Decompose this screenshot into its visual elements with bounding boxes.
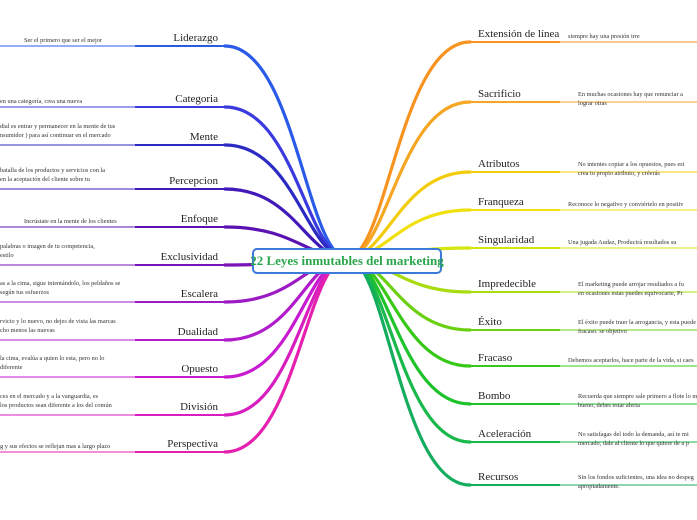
note-line: dial es entrar y permanecer en la mente … [0,123,116,130]
note-right-fracaso[interactable]: Debemos aceptarlos, hace parte de la vid… [568,357,694,366]
branch-curve [345,40,472,260]
topic-left-exclusividad[interactable]: Exclusividad [160,251,218,263]
note-line: Recuerda que siempre sale primero a flot… [578,393,697,400]
note-line: Ser el primero que ser el mejor [24,37,102,44]
note-line: diferente [0,363,23,371]
topic-left-mente[interactable]: Mente [189,131,218,143]
note-line: cho menos las nuevas [0,326,55,334]
topic-right-singularidad[interactable]: Singularidad [478,234,535,246]
note-right-bombo[interactable]: Recuerda que siempre sale primero a flot… [578,393,697,410]
branch-left-liderazgo [0,44,349,260]
note-right-franqueza[interactable]: Reconoce lo negativo y conviértelo en po… [568,201,683,210]
topic-right-recursos[interactable]: Recursos [478,471,519,483]
topic-left-division[interactable]: División [180,401,218,413]
note-left-percepcion[interactable]: batalla de los productos y servicios con… [0,167,105,184]
branch-curve [345,256,472,444]
note-line: rvicio y lo nuevo, no dejes de vista las… [0,318,116,325]
topic-left-opuesto[interactable]: Opuesto [181,363,218,375]
note-line: los productos sean diferente a los del c… [0,401,112,409]
topic-right-atributos[interactable]: Atributos [478,158,520,170]
topic-left-categoria[interactable]: Categoria [175,93,218,105]
note-right-singularidad[interactable]: Una jugada Audaz, Producirá resultados s… [568,239,676,248]
note-left-enfoque[interactable]: Incrústate en la mente de los clientes [24,218,117,227]
branch-right-extension-de-linea [345,40,697,260]
note-line: la cima, evalúa a quien lo esta, pero no… [0,355,105,362]
note-line: siempre hay una presión irre [568,33,640,40]
note-left-mente[interactable]: dial es entrar y permanecer en la mente … [0,123,115,140]
topic-right-impredecible[interactable]: Impredecible [478,278,537,290]
note-right-impredecible[interactable]: El marketing puede arrojar resultados a … [578,281,684,298]
note-line: nsumidor ) para así continuar en el merc… [0,131,111,139]
note-line: No intentes copiar a los opuestos, pues … [578,161,685,168]
note-line: en una categoría, crea una nueva [0,98,83,105]
note-left-exclusividad[interactable]: palabras o imagen de tu competencia,esti… [0,243,95,260]
note-line: lograr otras [578,99,607,107]
note-line: Sin los fondos suficientes, una idea no … [578,474,694,481]
note-right-exito[interactable]: El éxito puede traer la arrogancia, y es… [578,319,697,336]
note-left-dualidad[interactable]: rvicio y lo nuevo, no dejes de vista las… [0,318,116,335]
topic-left-percepcion[interactable]: Percepcion [169,175,218,187]
note-right-atributos[interactable]: No intentes copiar a los opuestos, pues … [578,161,684,178]
note-line: en ocasiones estas puedes equivocarte, P… [578,289,683,297]
note-right-aceleracion[interactable]: No satisfagas del todo la demanda, así t… [578,431,689,448]
note-left-perspectiva[interactable]: g y sus efectos se reflejan mas a largo … [0,443,110,452]
topic-right-fracaso[interactable]: Fracaso [478,352,513,364]
note-line: as a la cima, sigue intentándolo, los pe… [0,280,121,287]
branch-curve [345,100,472,260]
note-line: fracaso. se objetivo [578,327,627,335]
note-line: palabras o imagen de tu competencia, [0,243,95,250]
note-line: ces en el mercado y a la vanguardia, es [0,393,99,400]
topic-right-extension-de-linea[interactable]: Extensión de línea [478,28,560,40]
note-line: en la aceptación del cliente sobre tu [0,175,90,183]
note-right-extension-de-linea[interactable]: siempre hay una presión irre [568,33,640,42]
note-line: según tus esfuerzos [0,288,49,296]
branch-right-fracaso [345,256,697,368]
note-line: g y sus efectos se reflejan mas a largo … [0,443,111,450]
note-line: mercado, dale al cliente lo que quiere d… [578,439,689,447]
note-line: Incrústate en la mente de los clientes [24,218,117,225]
note-line: crea tu propio atributo, y créerás [578,169,660,177]
note-line: estilo [0,251,14,259]
note-line: Reconoce lo negativo y conviértelo en po… [568,201,684,208]
note-line: bueno, debes estar alerta [578,401,640,409]
note-line: No satisfagas del todo la demanda, así t… [578,431,689,438]
topic-left-enfoque[interactable]: Enfoque [180,213,218,225]
topic-right-franqueza[interactable]: Franqueza [478,196,524,208]
note-line: El marketing puede arrojar resultados a … [578,281,684,288]
central-topic[interactable]: 22 Leyes inmutables del marketing [250,248,444,274]
topic-right-exito[interactable]: Éxito [478,316,502,328]
note-left-categoria[interactable]: en una categoría, crea una nueva [0,98,82,107]
note-line: Una jugada Audaz, Producirá resultados s… [568,239,677,246]
topic-left-escalera[interactable]: Escalera [180,288,218,300]
topic-left-perspectiva[interactable]: Perspectiva [167,438,218,450]
note-line: En muchas ocasiones hay que renunciar a [578,91,683,98]
topic-left-dualidad[interactable]: Dualidad [177,326,218,338]
note-left-escalera[interactable]: as a la cima, sigue intentándolo, los pe… [0,280,120,297]
note-line: El éxito puede traer la arrogancia, y es… [578,319,697,326]
branch-curve [223,44,349,260]
note-right-recursos[interactable]: Sin los fondos suficientes, una idea no … [578,474,694,491]
note-left-liderazgo[interactable]: Ser el primero que ser el mejor [24,37,102,46]
note-line: batalla de los productos y servicios con… [0,167,106,174]
topic-right-aceleracion[interactable]: Aceleración [478,428,532,440]
topic-left-liderazgo[interactable]: Liderazgo [173,32,218,44]
topic-right-sacrificio[interactable]: Sacrificio [478,88,521,100]
note-line: apropiadamente. [578,482,620,490]
note-left-opuesto[interactable]: la cima, evalúa a quien lo esta, pero no… [0,355,104,372]
note-line: Debemos aceptarlos, hace parte de la vid… [568,357,694,364]
topic-right-bombo[interactable]: Bombo [478,390,511,402]
